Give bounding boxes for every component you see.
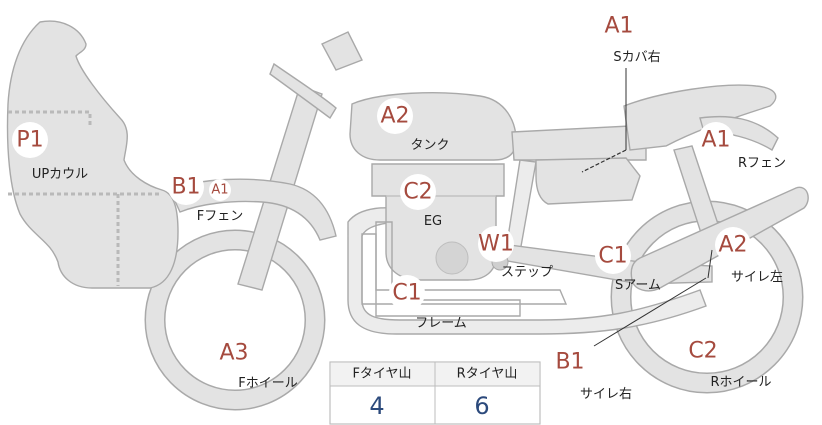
grade-badge: A2 [380,104,409,129]
fork-upper [321,31,363,71]
rear-tread-value: 6 [474,392,489,420]
part-rear-fender: A1 Rフェン [698,122,786,171]
part-label: サイレ左 [731,270,783,285]
exhaust-pipe-inner [361,233,568,305]
side-cover [535,157,641,205]
grade-badge: B1 [171,175,200,200]
grade-badge: W1 [478,232,514,257]
part-silencer-left: A2 サイレ左 [715,227,783,285]
front-tread-value: 4 [369,392,384,420]
part-label: Sカバ右 [613,50,660,65]
grade-badge: A2 [718,233,747,258]
grade-badge: P1 [16,128,43,153]
part-label: UPカウル [32,167,88,182]
exhaust-pipe [375,221,521,317]
part-frame: C1 フレーム [389,275,467,331]
part-tank: A2 タンク [377,98,450,153]
part-front-fender: B1 A1 Fフェン [168,169,243,224]
part-engine: C2 EG [400,174,442,229]
part-label: Fフェン [197,209,243,224]
part-step: W1 ステップ [478,226,553,280]
tire-tread-table: Fタイヤ山 Rタイヤ山 4 6 [329,361,541,425]
leader-lines [581,68,713,347]
grade-badge: C2 [688,339,717,364]
grade-badge: B1 [555,350,584,375]
part-front-wheel: A3 Fホイール [216,335,298,391]
front-tread-header: Fタイヤ山 [352,367,411,382]
part-label: Sアーム [615,278,661,293]
part-silencer-right: B1 サイレ右 [552,344,632,402]
cowl-seam-lines [8,110,162,286]
grade-badge: C1 [598,244,627,269]
part-rear-wheel: C2 Rホイール [685,333,772,390]
grade-badge-secondary: A1 [211,183,228,198]
part-swing-arm: C1 Sアーム [595,238,661,293]
part-label: フレーム [415,316,467,331]
grade-badge: C1 [392,281,421,306]
seat [511,125,647,161]
part-sidecover-right: A1 Sカバ右 [601,8,661,65]
grade-badge: A1 [604,14,633,39]
part-label: Fホイール [238,376,297,391]
part-label: サイレ右 [580,387,632,402]
grade-badge: C2 [403,180,432,205]
grade-badge: A3 [219,341,248,366]
part-label: タンク [410,138,449,153]
front-wheel [144,229,326,411]
part-label: ステップ [501,265,553,280]
handlebar [269,62,337,120]
engine-cover [435,241,469,275]
part-label: EG [424,214,442,229]
part-upper-cowl: P1 UPカウル [12,122,88,182]
rear-tread-header: Rタイヤ山 [457,367,518,382]
part-label: Rフェン [738,156,786,171]
part-label: Rホイール [710,375,771,390]
upper-cowl [6,20,179,289]
grade-badge: A1 [701,128,730,153]
